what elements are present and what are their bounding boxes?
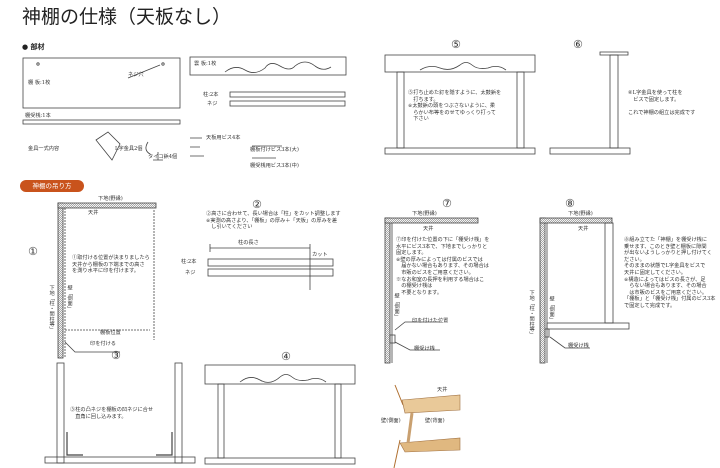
step-7-ceiling: 天井 <box>423 226 434 232</box>
step-7-stud: 下地「柱・間柱等」 <box>528 290 535 337</box>
pillar-label: 柱:2本 <box>203 92 219 98</box>
step-2-length: 柱の長さ <box>238 240 259 246</box>
step-8-number: ⑧ <box>565 197 575 210</box>
step-2-cut: カット <box>312 252 328 258</box>
rail-screw-label: 棚受桟用ビス3本(中) <box>250 163 299 169</box>
pillar-2 <box>229 100 346 107</box>
step-7-rail: 棚受け桟 <box>414 346 435 352</box>
step-2-screw: ネジ <box>185 270 196 276</box>
step-7-mark: 印を付けた位置 <box>412 318 449 324</box>
tack-label: タイコ鋲4個 <box>148 154 178 160</box>
step-3-text: ③柱の凸ネジを棚板の凹ネジに合せ 直角に回し込みます。 <box>70 407 154 420</box>
step-7-wall: 壁「側面」 <box>393 293 400 319</box>
rail-bar <box>22 119 181 125</box>
photo-ceiling: 天井 <box>437 387 448 393</box>
l-bracket <box>95 131 121 161</box>
shelf-label: 棚 板:1枚 <box>28 80 51 86</box>
step-1-number: ① <box>28 245 38 258</box>
step-5-number: ⑤ <box>451 38 461 51</box>
step-1-wall: 壁「側面」 <box>66 285 73 311</box>
step-7-base: 下地(野縁) <box>412 211 437 217</box>
step-2-text: ②高さに合わせて、長い場合は「柱」をカット調整します ※実測の高さより、「棚板」… <box>206 211 341 231</box>
photo-wall-side: 壁(側面) <box>381 418 401 424</box>
l-bracket-label: L字金具2個 <box>115 146 143 152</box>
step-8-rail: 棚受け桟 <box>568 343 589 349</box>
step-8-wall: 壁「側面」 <box>548 296 555 322</box>
step-1-base: 下地(野縁) <box>98 196 123 202</box>
step-2-number: ② <box>252 198 262 211</box>
parts-heading: ● 部材 <box>22 43 45 51</box>
step-1-shelf-position: 棚板位置 <box>100 330 121 336</box>
step-7-text: ⑦印を付けた位置の下に「棚受け桟」を 水平にビス3本で、下地までしっかりと 固定… <box>396 237 490 296</box>
step-7-number: ⑦ <box>442 197 452 210</box>
screw-hole-label: ネジ穴 <box>128 72 144 78</box>
step-6-text: ⑥L字金具を使って柱を ビスで固定します。 これで神棚の組立は完成です <box>628 90 696 116</box>
step-1-mark: 印を付ける <box>90 341 116 347</box>
top-screw-label: 天板用ビス4本 <box>206 135 241 141</box>
shelf-screw-label: 棚板付けビス3本(大) <box>250 147 299 153</box>
step-8-text: ⑧組み立てた「神棚」を棚受け桟に 乗せます、このとき壁と棚板に隙間 が出ないよう… <box>624 237 716 309</box>
tack <box>145 141 163 161</box>
step-6-number: ⑥ <box>573 38 583 51</box>
photo-wall-back: 壁(背面) <box>425 418 445 424</box>
step-8-ceiling: 天井 <box>578 226 589 232</box>
step-1-text: ①取付ける位置が決まりましたら 天井から棚板の下端までの高さ を測り水平に印を付… <box>72 255 150 275</box>
step-3-number: ③ <box>111 349 121 362</box>
shelf-board <box>22 57 181 109</box>
step-1-ceiling: 天井 <box>88 210 99 216</box>
step-8-base: 下地(野縁) <box>568 211 593 217</box>
page-title: 神棚の仕様（天板なし） <box>22 6 232 28</box>
step-5-text: ⑤打ち止めた釘を隠すように、太鼓鋲を 打ちます。 ※太鼓鋲の頭をつぶさないように… <box>408 90 502 123</box>
step-1-stud: 下地「柱・間柱等」 <box>48 285 55 332</box>
step-4-number: ④ <box>281 350 291 363</box>
step-2-pillar: 柱:2本 <box>181 259 197 265</box>
pillar-1 <box>229 91 346 98</box>
rail-label: 棚受桟:1本 <box>25 113 51 119</box>
installed-shrine-illustration <box>393 384 461 468</box>
hanging-section-tag: 神棚の吊り方 <box>20 180 84 192</box>
cloud-label: 雲 板:1枚 <box>194 61 217 67</box>
hardware-label: 金具一式内容 <box>28 146 60 152</box>
cloud-board <box>189 56 347 76</box>
screw-label: ネジ <box>207 101 218 107</box>
